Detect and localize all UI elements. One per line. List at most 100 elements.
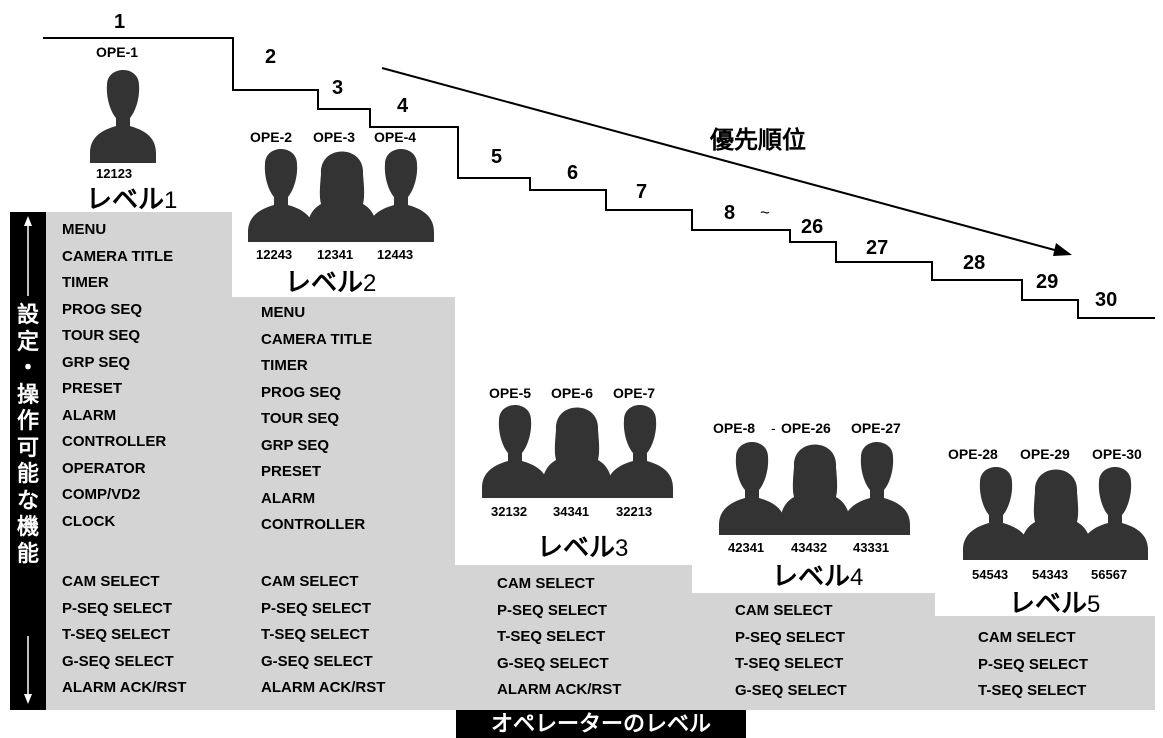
function-item: T-SEQ SELECT (735, 655, 844, 672)
operator-pin-ope4: 12443 (377, 247, 414, 262)
function-item: CAM SELECT (735, 602, 833, 619)
function-item: MENU (261, 304, 306, 321)
function-item: CAM SELECT (978, 629, 1076, 646)
function-item: OPERATOR (62, 459, 146, 477)
function-item: P-SEQ SELECT (261, 599, 372, 617)
function-item: CAMERA TITLE (62, 247, 174, 265)
operator-separator: - (771, 420, 776, 436)
operator-name-ope8: OPE-8 (713, 420, 756, 436)
function-item: CONTROLLER (261, 516, 366, 533)
function-item: T-SEQ SELECT (261, 626, 370, 643)
level-label-1: レベル1 (86, 179, 177, 216)
function-item: T-SEQ SELECT (978, 682, 1087, 699)
function-item: ALARM (261, 489, 316, 507)
vertical-label-char: 作 (16, 408, 39, 433)
function-item: T-SEQ SELECT (497, 628, 606, 645)
level1-setup-functions: MENU CAMERA TITLE TIMER PROG SEQ TOUR SEQ GRP… (62, 217, 173, 535)
function-item: PRESET (62, 380, 123, 397)
operator-pin-ope8: 42341 (728, 540, 765, 555)
vertical-label-char: ・ (16, 355, 39, 380)
level-label-2-number: 2 (363, 270, 377, 297)
function-item: ALARM ACK/RST (497, 681, 622, 698)
function-item: ALARM (62, 406, 117, 424)
function-item: ALARM ACK/RST (62, 679, 187, 696)
step-tilde: ~ (760, 203, 770, 222)
level-label-1-number: 1 (164, 187, 178, 214)
function-item: CAM SELECT (261, 573, 359, 590)
level1-operation-functions: CAM SELECT P-SEQ SELECT T-SEQ SELECT G-SEQ … (62, 569, 186, 702)
operator-pin-ope27: 43331 (853, 540, 890, 555)
priority-arrowhead (1053, 243, 1072, 256)
operator-pin-ope26: 43432 (791, 540, 828, 555)
level3-function-area (455, 565, 692, 710)
function-item: ALARM ACK/RST (261, 679, 386, 696)
step-number-27: 27 (866, 237, 889, 259)
vertical-label-char: 機 (16, 514, 39, 539)
function-item: COMP/VD2 (62, 486, 141, 503)
level-label-3: レベル3 (537, 527, 628, 564)
operator-name-ope2: OPE-2 (250, 129, 293, 145)
vertical-label-char: 操 (16, 381, 39, 407)
step-number-7: 7 (636, 181, 648, 203)
step-number-6: 6 (567, 162, 579, 184)
operator-name-ope3: OPE-3 (313, 129, 356, 145)
step-number-29: 29 (1036, 271, 1059, 293)
function-item: TIMER (261, 357, 308, 374)
level-label-2-kana: レベル (285, 267, 364, 297)
level-label-1-kana: レベル (86, 184, 165, 214)
function-item: P-SEQ SELECT (735, 628, 846, 646)
function-item: T-SEQ SELECT (62, 626, 171, 643)
step-number-1: 1 (114, 11, 126, 33)
level4-operation-functions: CAM SELECT P-SEQ SELECT T-SEQ SELECT G-SEQ … (735, 598, 847, 704)
function-item: TOUR SEQ (261, 410, 340, 427)
level5-operation-functions: CAM SELECT P-SEQ SELECT T-SEQ SELECT (978, 625, 1088, 705)
operator-pin-ope29: 54343 (1032, 567, 1069, 582)
function-item: P-SEQ SELECT (978, 655, 1089, 673)
level-label-5-number: 5 (1087, 591, 1101, 618)
step-number-8: 8 (724, 202, 736, 224)
function-item: G-SEQ SELECT (261, 652, 373, 670)
step-number-30: 30 (1095, 289, 1118, 311)
operator-pin-ope28: 54543 (972, 567, 1009, 582)
level-label-3-number: 3 (615, 535, 629, 562)
function-item: PROG SEQ (62, 300, 143, 318)
level-label-4: レベル4 (772, 556, 863, 593)
vertical-label-char: 能 (16, 540, 39, 566)
function-item: CAM SELECT (62, 573, 160, 590)
function-item: CLOCK (62, 512, 116, 530)
function-item: TOUR SEQ (62, 327, 141, 344)
function-item: P-SEQ SELECT (62, 599, 173, 617)
operator-name-ope27: OPE-27 (851, 420, 901, 436)
operator-pin-ope5: 32132 (491, 504, 528, 519)
operator-pin-ope7: 32213 (616, 504, 653, 519)
level5-function-area (935, 616, 1155, 710)
vertical-label-char: 定 (16, 328, 39, 354)
function-item: PRESET (261, 463, 322, 480)
operator-name-ope5: OPE-5 (489, 385, 532, 401)
level-label-4-number: 4 (850, 564, 864, 591)
level2-operation-functions: CAM SELECT P-SEQ SELECT T-SEQ SELECT G-SEQ … (261, 569, 385, 702)
function-item: CAMERA TITLE (261, 330, 373, 348)
function-item: GRP SEQ (62, 353, 131, 371)
operator-name-ope28: OPE-28 (948, 446, 998, 462)
priority-arrow (381, 67, 1063, 253)
operator-pin-ope2: 12243 (256, 247, 293, 262)
function-item: TIMER (62, 274, 109, 291)
function-item: G-SEQ SELECT (62, 652, 174, 670)
function-item: G-SEQ SELECT (735, 681, 847, 699)
vertical-label-char: 能 (16, 461, 39, 486)
operator-pin-ope3: 12341 (317, 247, 354, 262)
function-item: P-SEQ SELECT (497, 601, 608, 619)
function-item: CONTROLLER (62, 433, 167, 450)
operator-name-ope1: OPE-1 (96, 44, 139, 60)
vertical-label-char: 可 (16, 434, 39, 460)
function-item: MENU (62, 221, 107, 238)
horizontal-axis-label: オペレーターのレベル (456, 710, 746, 738)
operator-pin-ope6: 34341 (553, 504, 590, 519)
function-item: PROG SEQ (261, 383, 342, 401)
priority-staircase (43, 37, 1155, 319)
operator-name-ope6: OPE-6 (551, 385, 594, 401)
